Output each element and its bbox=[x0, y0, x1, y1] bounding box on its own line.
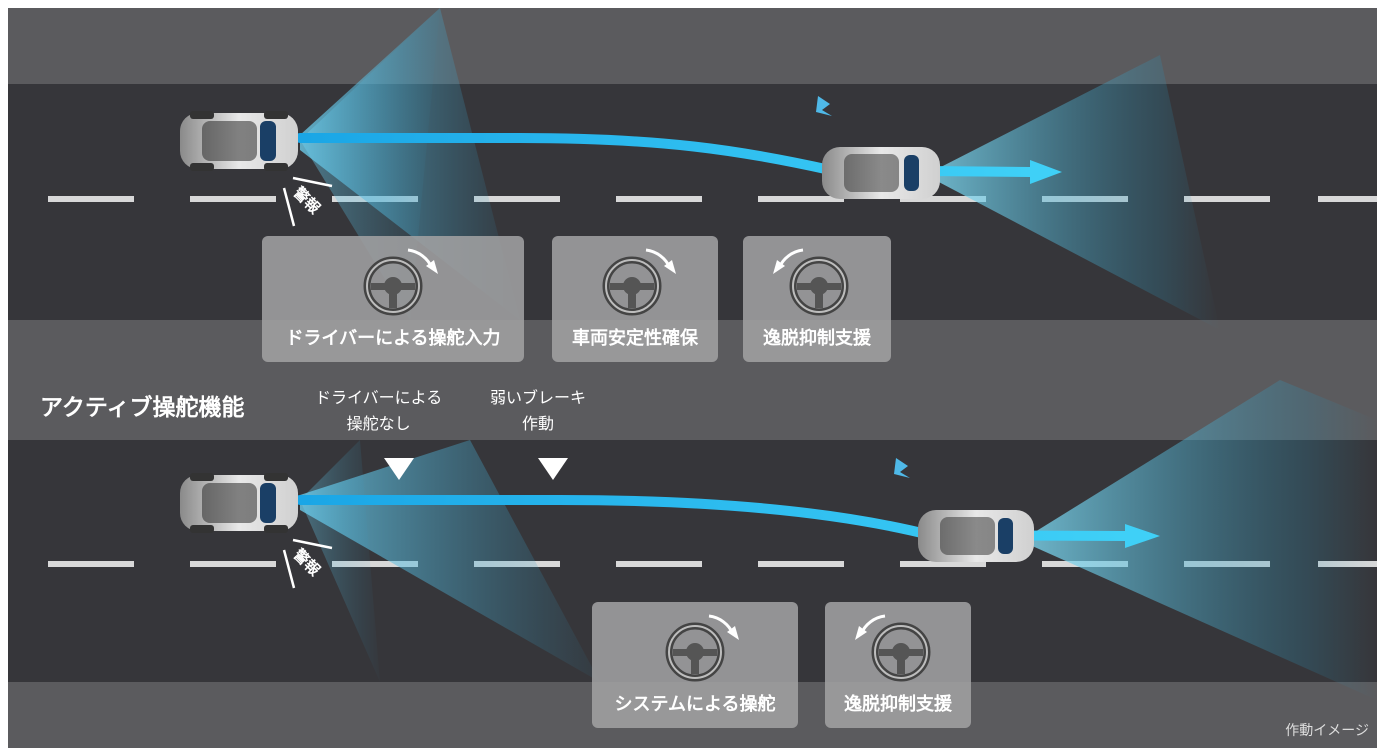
lower-marker-icon bbox=[894, 458, 910, 478]
lower-warning-lines bbox=[282, 538, 333, 589]
marker-2-text: 弱いブレーキ 作動 bbox=[490, 385, 586, 437]
lower-trajectory bbox=[295, 495, 1160, 548]
lower-panel-2: 逸脱抑制支援 bbox=[825, 602, 971, 728]
upper-second-beam bbox=[935, 55, 1220, 330]
marker-triangle-2 bbox=[538, 458, 568, 480]
marker-1-line1: ドライバーによる bbox=[315, 388, 443, 407]
lower-second-beam bbox=[1030, 380, 1377, 700]
upper-panel-2: 車両安定性確保 bbox=[552, 236, 718, 362]
steering-wheel-icon bbox=[665, 622, 725, 682]
upper-trajectory bbox=[295, 133, 1062, 184]
upper-marker-icon bbox=[816, 96, 832, 116]
image-note: 作動イメージ bbox=[1285, 723, 1369, 739]
marker-2-line1: 弱いブレーキ bbox=[490, 388, 587, 407]
section-title: アクティブ操舵機能 bbox=[40, 395, 245, 421]
steering-wheel-icon bbox=[363, 256, 423, 316]
upper-warning-lines bbox=[282, 176, 333, 227]
car-upper-end bbox=[822, 147, 940, 199]
upper-panel-3-label: 逸脱抑制支援 bbox=[763, 328, 871, 349]
upper-panel-2-label: 車両安定性確保 bbox=[572, 328, 698, 349]
lower-panel-1: システムによる操舵 bbox=[592, 602, 798, 728]
marker-2-line2: 作動 bbox=[522, 414, 555, 433]
steering-wheel-icon bbox=[871, 622, 931, 682]
steering-wheel-icon bbox=[789, 256, 849, 316]
marker-triangle-1 bbox=[384, 458, 414, 480]
lower-panel-1-label: システムによる操舵 bbox=[614, 694, 776, 715]
lower-panel-2-label: 逸脱抑制支援 bbox=[844, 694, 952, 715]
steering-wheel-icon bbox=[602, 256, 662, 316]
marker-1-line2: 操舵なし bbox=[346, 414, 411, 433]
upper-panel-3: 逸脱抑制支援 bbox=[743, 236, 891, 362]
car-lower-start bbox=[180, 473, 298, 533]
upper-panel-1: ドライバーによる操舵入力 bbox=[262, 236, 524, 362]
car-upper-start bbox=[180, 111, 298, 171]
marker-1-text: ドライバーによる 操舵なし bbox=[315, 385, 442, 437]
car-lower-end bbox=[918, 510, 1034, 562]
upper-panel-1-label: ドライバーによる操舵入力 bbox=[285, 328, 501, 349]
